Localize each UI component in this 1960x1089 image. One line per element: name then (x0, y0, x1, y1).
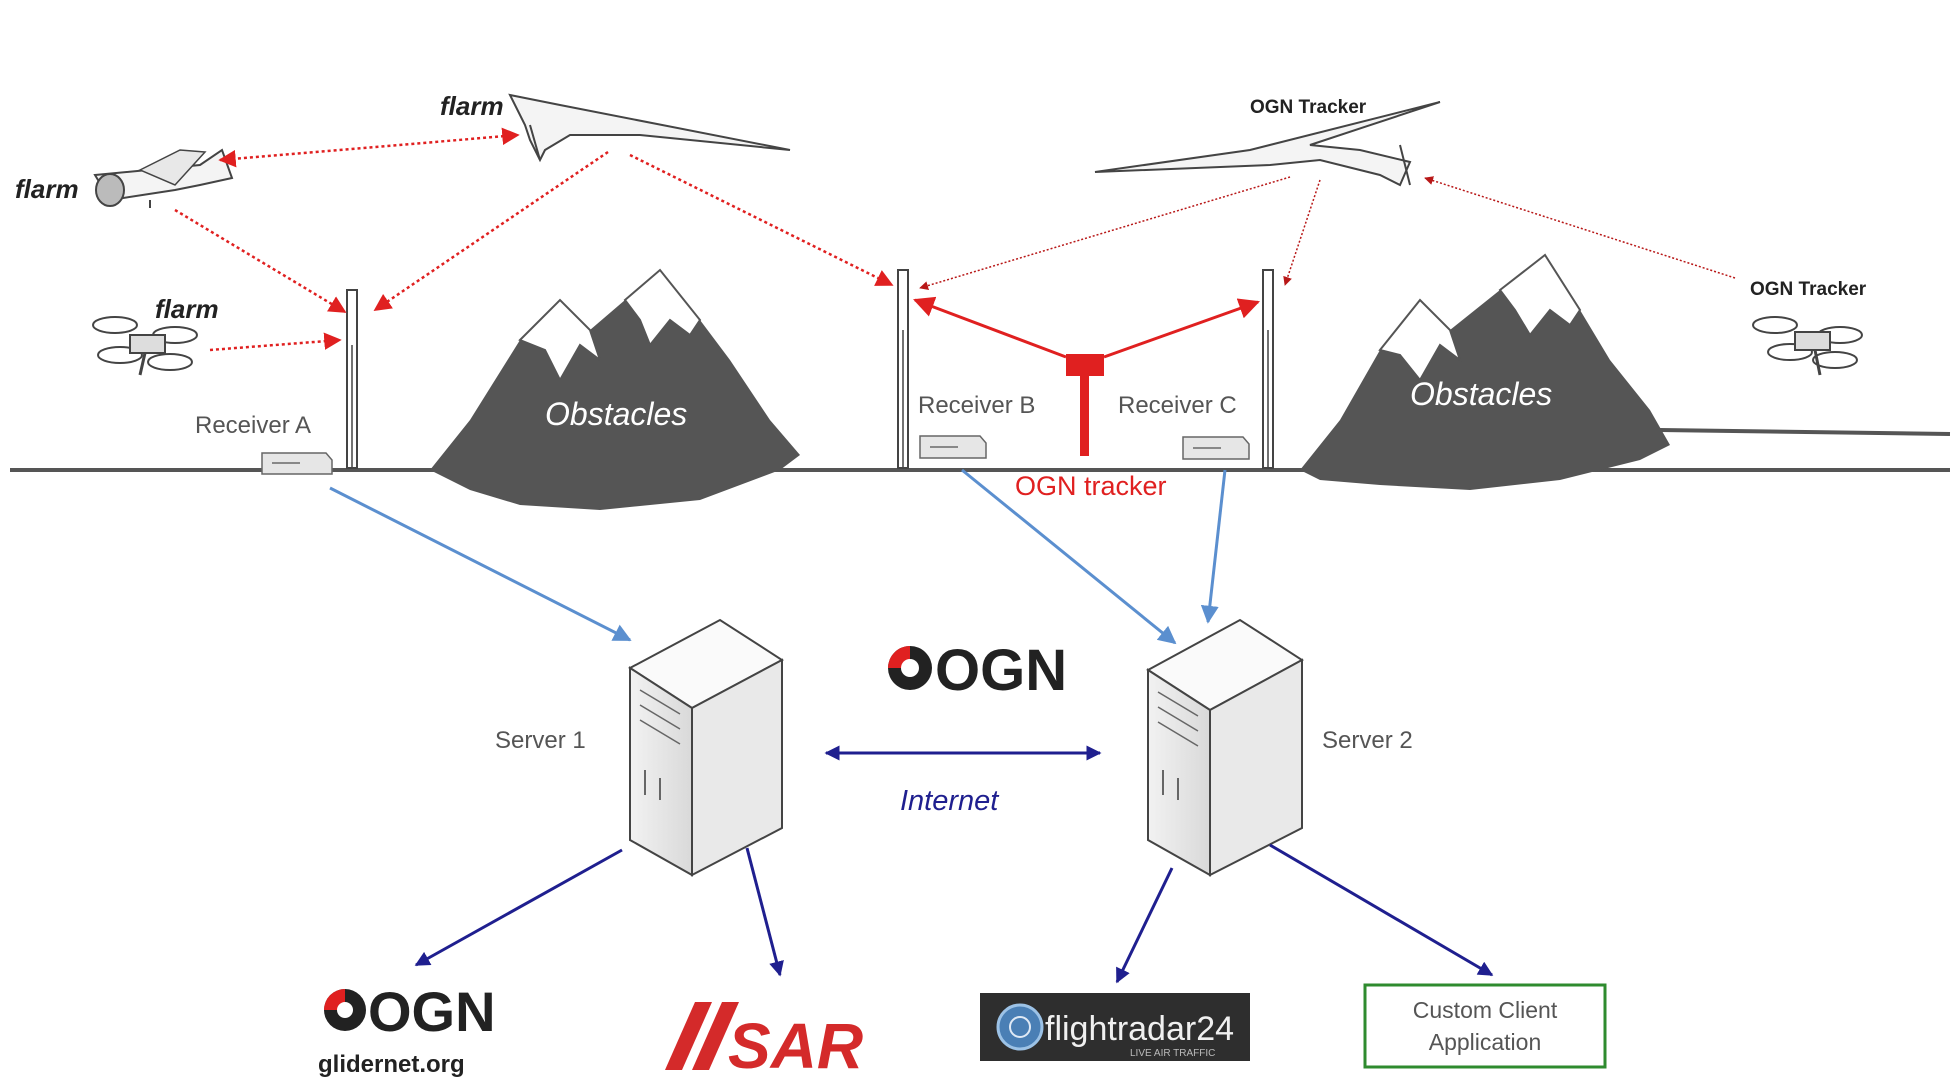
internet-label: Internet (900, 785, 1000, 817)
svg-text:flightradar24: flightradar24 (1045, 1010, 1234, 1048)
svg-text:Application: Application (1429, 1029, 1542, 1055)
receiver-box-a (261, 452, 333, 475)
antenna-receiver-b (897, 269, 909, 469)
svg-text:Custom Client: Custom Client (1413, 997, 1558, 1023)
antenna-receiver-c (1262, 269, 1274, 469)
sar-logo: SAR (665, 1002, 863, 1082)
drone-ogn-tracker-icon (1752, 316, 1863, 376)
server-2-label: Server 2 (1322, 727, 1413, 754)
server-1-label: Server 1 (495, 727, 586, 754)
flarm-logo-drone: flarm (155, 294, 219, 324)
mountain-right: Obstacles (1300, 253, 1670, 490)
flarm-logo-plane: flarm (15, 174, 79, 204)
svg-text:flarm: flarm (440, 91, 504, 121)
svg-text:glidernet.org: glidernet.org (318, 1051, 465, 1078)
svg-text:LIVE AIR TRAFFIC: LIVE AIR TRAFFIC (1130, 1048, 1215, 1059)
obstacles-label-left: Obstacles (545, 396, 687, 432)
flarm-logo-glider: flarm (440, 91, 504, 121)
ogn-tracker-label-glider: OGN Tracker (1250, 97, 1367, 118)
receiver-b-label: Receiver B (918, 392, 1035, 419)
obstacles-label-right: Obstacles (1410, 376, 1552, 412)
glidernet-logo: OGN glidernet.org (318, 980, 496, 1078)
ogn-tracker-label-drone: OGN Tracker (1750, 279, 1867, 300)
glider-flarm-icon (508, 93, 791, 163)
server-2-icon (1146, 618, 1304, 877)
svg-text:flarm: flarm (15, 174, 79, 204)
svg-text:OGN: OGN (368, 980, 496, 1043)
receiver-box-b (919, 435, 987, 459)
receiver-c-label: Receiver C (1118, 392, 1237, 419)
svg-text:OGN: OGN (935, 638, 1067, 703)
server-1-icon (628, 618, 784, 877)
light-aircraft-icon (93, 148, 234, 208)
custom-client-box: Custom Client Application (1363, 983, 1607, 1069)
receiver-box-c (1182, 436, 1250, 460)
flightradar24-logo: flightradar24 LIVE AIR TRAFFIC (980, 993, 1250, 1061)
svg-text:flarm: flarm (155, 294, 219, 324)
antenna-receiver-a (346, 289, 358, 469)
receiver-server-links (329, 468, 1227, 645)
glider-ogn-tracker-icon (1094, 101, 1441, 187)
radio-links (174, 127, 1736, 359)
ogn-ground-tracker-icon (1066, 354, 1104, 456)
svg-text:SAR: SAR (728, 1010, 863, 1082)
drone-flarm-icon (92, 316, 198, 376)
receiver-a-label: Receiver A (195, 412, 311, 439)
mountain-left: Obstacles (430, 268, 800, 510)
ogn-logo-center: OGN (888, 638, 1067, 703)
server-output-links (414, 843, 1494, 984)
ogn-ground-tracker-label: OGN tracker (1015, 471, 1167, 501)
